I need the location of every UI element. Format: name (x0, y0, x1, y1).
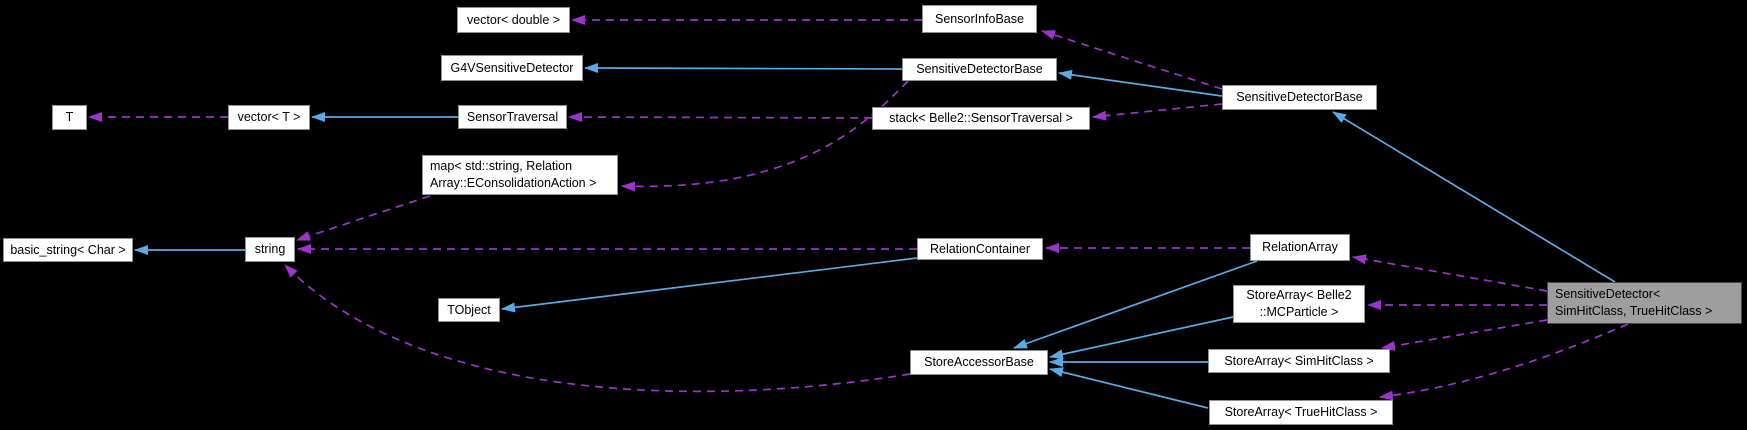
edge-sensitivedetector-to-storearray-simhit (1381, 319, 1548, 351)
edge-storearray-mcparticle-to-storeaccessorbase (1049, 316, 1234, 360)
node-store-array-mcparticle[interactable]: StoreArray< Belle2 ::MCParticle > (1233, 285, 1365, 323)
node-stack-sensor-traversal[interactable]: stack< Belle2::SensorTraversal > (872, 107, 1090, 130)
edge-map-to-string (296, 195, 431, 241)
node-t[interactable]: T (52, 105, 87, 130)
node-g4v-sensitive-detector[interactable]: G4VSensitiveDetector (441, 55, 583, 81)
node-vector-double[interactable]: vector< double > (457, 7, 570, 33)
edge-sensitivedetector-to-storearray-truehit (1379, 323, 1629, 401)
node-sensitive-detector-base[interactable]: SensitiveDetectorBase (902, 58, 1057, 81)
edge-relationcontainer-to-tobject (501, 257, 918, 313)
node-store-array-truehitclass[interactable]: StoreArray< TrueHitClass > (1209, 400, 1393, 425)
edge-stack-to-sensortraversal (568, 112, 873, 123)
node-sensor-traversal[interactable]: SensorTraversal (458, 105, 567, 129)
edge-sensitivedetectorbase-to-g4vsensitivedetector (584, 63, 903, 74)
node-basic-string-char[interactable]: basic_string< Char > (3, 238, 133, 262)
edge-sensitivedetector-to-belle2-sdb (1332, 111, 1616, 283)
node-sensitive-detector-base-belle2[interactable]: SensitiveDetectorBase (1222, 85, 1377, 110)
edge-belle2-sdb-to-stack (1092, 103, 1223, 121)
edge-relationarray-to-storeaccessorbase (1013, 260, 1258, 349)
node-sensitive-detector-current: SensitiveDetector< SimHitClass, TrueHitC… (1547, 282, 1742, 324)
edge-belle2-sdb-to-sensorinfobase (1041, 30, 1223, 90)
node-sensor-info-base[interactable]: SensorInfoBase (922, 5, 1037, 33)
node-relation-container[interactable]: RelationContainer (917, 238, 1043, 260)
edge-sensitivedetector-to-relationarray (1352, 254, 1548, 292)
edge-storeaccessorbase-to-string (284, 264, 911, 393)
edge-sensitivedetectorbase-to-map (621, 80, 909, 192)
node-store-accessor-base[interactable]: StoreAccessorBase (910, 350, 1048, 375)
node-map-econsolidation[interactable]: map< std::string, Relation Array::EConso… (422, 155, 618, 195)
edge-storearray-truehit-to-storeaccessorbase (1049, 367, 1209, 409)
node-store-array-simhitclass[interactable]: StoreArray< SimHitClass > (1208, 349, 1390, 373)
node-tobject[interactable]: TObject (438, 298, 500, 322)
node-string[interactable]: string (245, 237, 295, 262)
edge-belle2-sdb-to-sensitivedetectorbase (1058, 69, 1223, 97)
node-relation-array[interactable]: RelationArray (1250, 234, 1350, 261)
node-vector-t[interactable]: vector< T > (228, 105, 310, 130)
